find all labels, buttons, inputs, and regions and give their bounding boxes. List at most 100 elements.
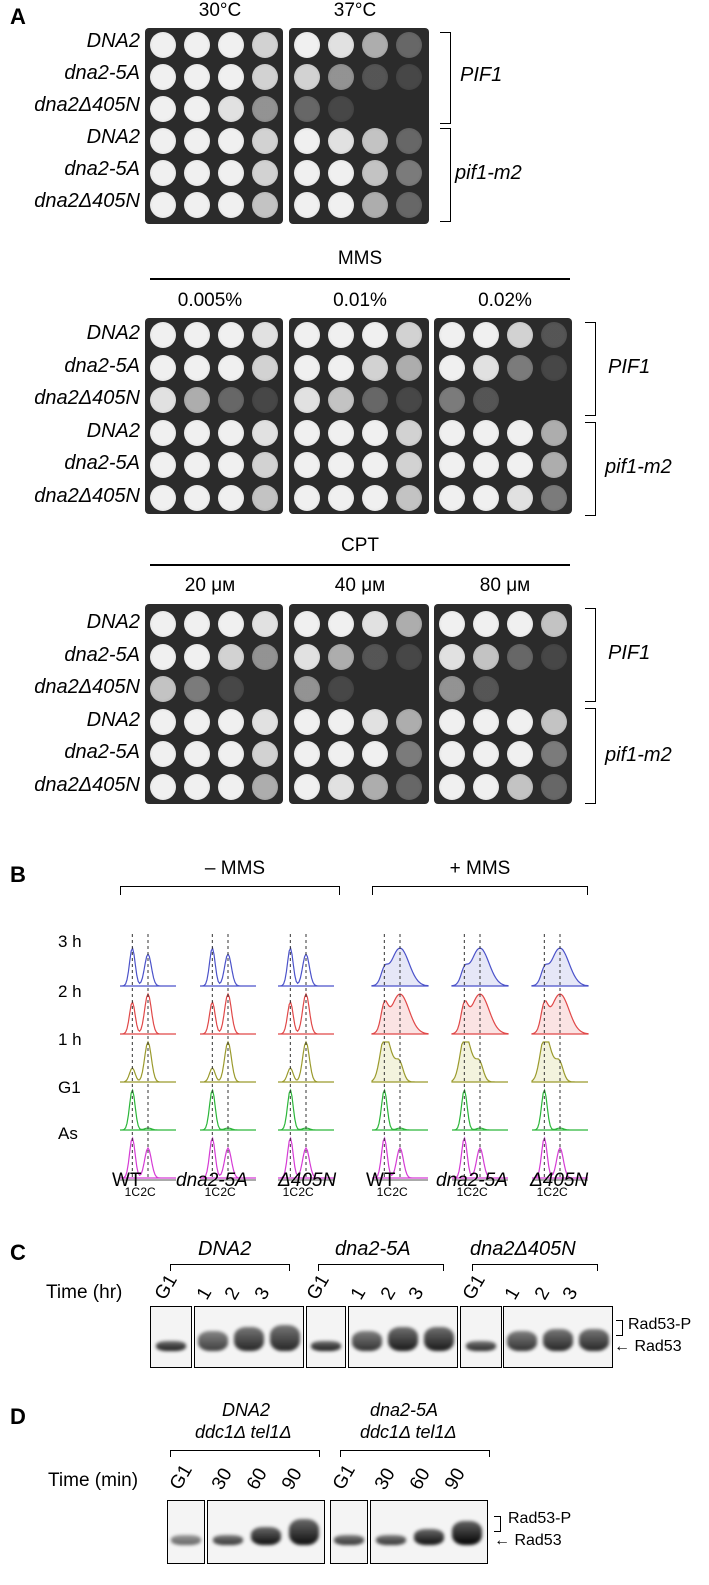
yeast-spot [252,354,278,381]
yeast-spot [507,419,533,446]
yeast-spot [396,643,422,670]
yeast-spot [396,484,422,511]
yeast-spot [218,322,244,348]
cpt-strain-3: DNA2 [86,708,140,731]
yeast-spot [294,484,320,511]
yeast-spot [328,484,354,511]
histogram-trace [452,1136,508,1179]
cpt-strain-4: dna2-5A [64,741,140,763]
yeast-spot [473,676,499,702]
panelc-lane-4: G1 [302,1271,334,1304]
dna-content-label: 1C [457,1185,473,1199]
yeast-spot [218,452,244,478]
yeast-spot [507,643,533,670]
panelc-lane-5: 1 [346,1283,371,1304]
panelc-lane-11: 3 [558,1283,583,1304]
yeast-spot [218,419,244,446]
histogram-trace [452,1088,508,1131]
yeast-spot [252,419,278,446]
yeast-spot [150,708,176,735]
yeast-spot [150,32,176,58]
blot-band [376,1535,406,1545]
histogram-trace [532,1136,588,1179]
yeast-spot [294,419,320,446]
mms-strain-5: dna2Δ405N [34,484,140,507]
paneld-bracket-2 [340,1450,490,1457]
yeast-spot [252,452,278,478]
flow-row-label-3: G1 [58,1078,81,1097]
blot-band [424,1327,454,1351]
temp-strain-4: dna2-5A [64,158,140,180]
panelc-group-2: dna2-5A [335,1238,411,1260]
yeast-spot [252,484,278,511]
yeast-spot [362,419,388,446]
yeast-spot [507,611,533,637]
yeast-spot [362,64,388,90]
blot-d-time-dna2 [207,1500,325,1564]
yeast-spot [294,773,320,800]
panel-a-letter: A [10,4,26,29]
histogram-trace [278,1040,334,1083]
flow-strain-label-1: dna2-5A [176,1170,248,1191]
plate-mms-2 [289,318,429,514]
blot-band [543,1329,573,1351]
yeast-spot [396,32,422,58]
panelc-lane-6: 2 [376,1283,401,1304]
yeast-spot [473,419,499,446]
histogram-trace [120,1088,176,1131]
yeast-spot [150,192,176,218]
yeast-spot [184,643,210,670]
panelc-lane-10: 2 [530,1283,555,1304]
group-pif1m2-cpt: pif1-m2 [605,744,672,766]
yeast-spot [396,128,422,154]
yeast-spot [294,64,320,90]
paneld-g2-line1: dna2-5A [370,1400,439,1420]
yeast-spot [252,773,278,800]
histogram-trace [200,1040,256,1083]
minus-mms-label: – MMS [204,858,266,879]
yeast-spot [541,708,567,735]
yeast-spot [473,354,499,381]
blot-c-g1-405n [460,1306,502,1368]
flow-row-label-0: 3 h [58,932,82,951]
yeast-spot [252,708,278,735]
yeast-spot [362,354,388,381]
yeast-spot [184,192,210,218]
plus-mms-label: + MMS [449,858,511,879]
bracket-pif1m2-temp [440,128,451,222]
yeast-spot [252,96,278,122]
yeast-spot [252,128,278,154]
yeast-spot [150,322,176,348]
histogram-trace [532,1088,588,1131]
mms-cond2: 0.01% [333,290,387,311]
mms-cond1: 0.005% [177,290,243,311]
group-pif1-cpt: PIF1 [608,642,651,664]
yeast-spot [294,128,320,154]
yeast-spot [439,643,465,670]
blot-band [198,1331,228,1351]
mms-strain-1: dna2-5A [64,354,140,377]
dna-content-label: 1C [377,1185,393,1199]
yeast-spot [541,419,567,446]
cpt-strain-5: dna2Δ405N [34,773,140,796]
yeast-spot [328,96,354,122]
yeast-spot [328,419,354,446]
blot-band [289,1519,319,1545]
yeast-spot [362,708,388,735]
paneld-lane-1: 30 [207,1464,237,1494]
cpt-strain-1: dna2-5A [64,643,140,666]
yeast-spot [396,160,422,186]
yeast-spot [294,676,320,702]
flow-row-label-1: 2 h [58,982,82,1001]
yeast-spot [294,708,320,735]
yeast-spot [507,322,533,348]
yeast-spot [150,611,176,637]
yeast-spot [150,96,176,122]
yeast-spot [396,387,422,413]
temp-strain-0: DNA2 [86,30,140,52]
yeast-spot [252,322,278,348]
yeast-spot [473,484,499,511]
yeast-spot [473,387,499,413]
blot-d-g1-dna2 [167,1500,205,1564]
yeast-spot [439,419,465,446]
